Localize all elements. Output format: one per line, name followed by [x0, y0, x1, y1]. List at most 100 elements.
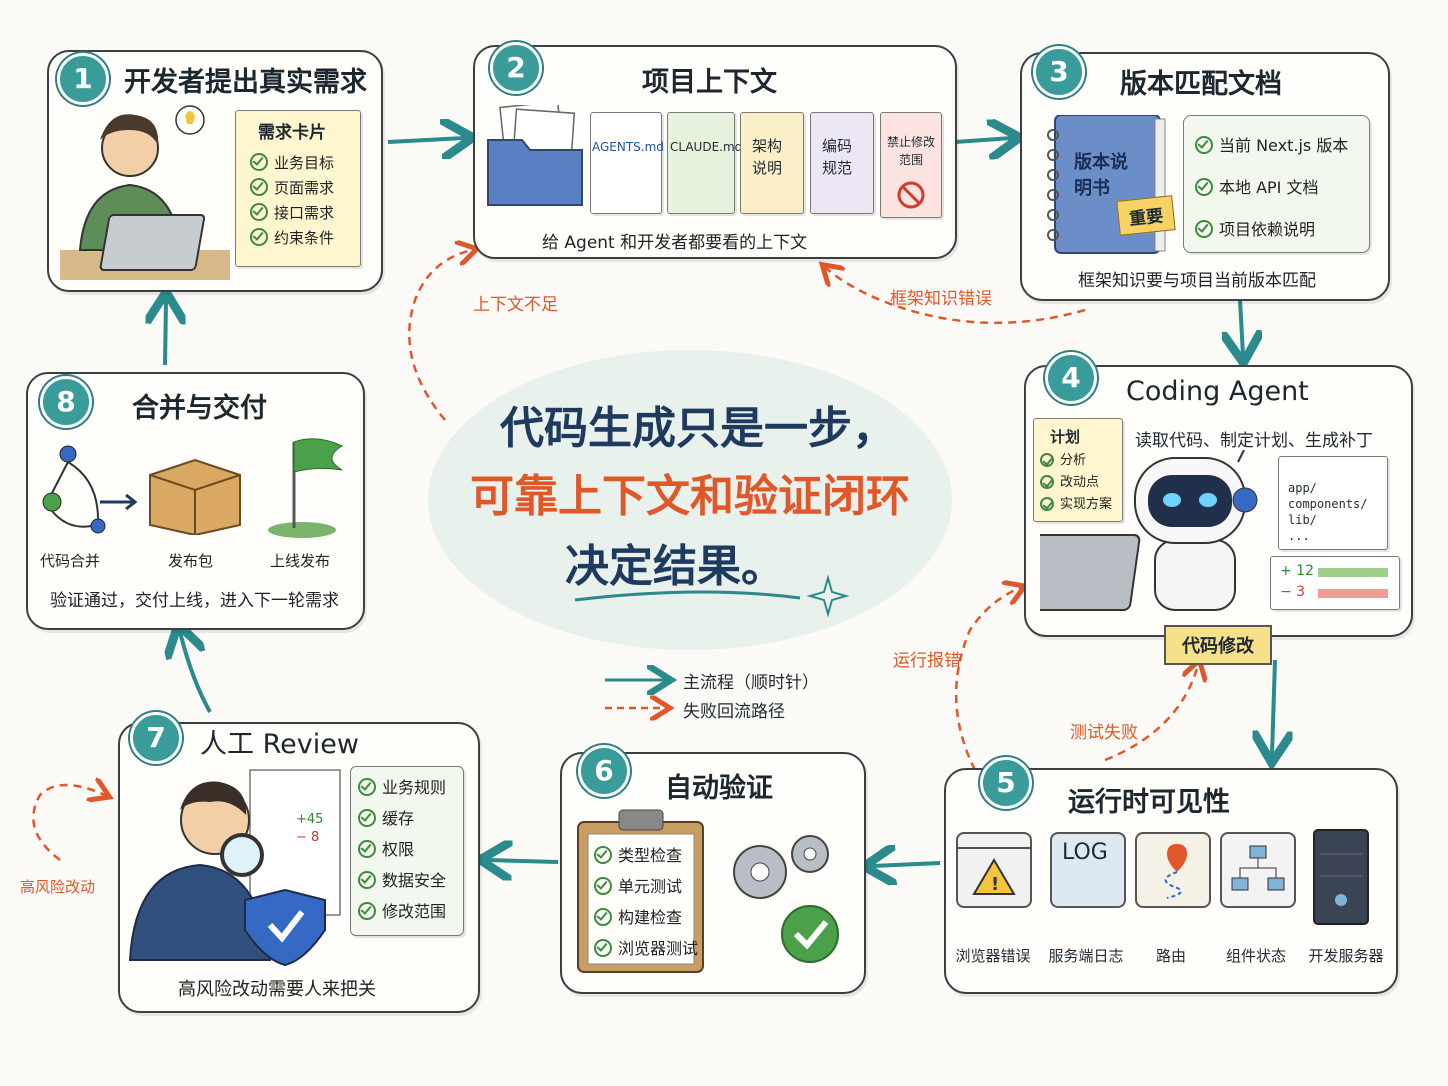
- step8-label: 发布包: [168, 552, 214, 570]
- center-blob: [428, 350, 952, 650]
- folder-components: components/: [1288, 497, 1368, 511]
- center-line3: 决定结果。: [565, 541, 785, 592]
- step5-label: 路由: [1155, 947, 1186, 965]
- step6-item: 浏览器测试: [594, 933, 698, 964]
- check-icon: [358, 809, 376, 827]
- fail-framework-arrow: [826, 268, 1086, 325]
- step4-subtitle: 读取代码、制定计划、生成补丁: [1135, 431, 1373, 451]
- step3-item: 本地 API 文档: [1195, 167, 1348, 209]
- step8-label: 上线发布: [270, 552, 331, 570]
- review-diff-del: − 8: [296, 830, 320, 845]
- fail-test-label: 测试失败: [1070, 723, 1138, 743]
- step1-number: 1: [57, 53, 109, 105]
- step2-number: 2: [490, 42, 542, 94]
- folder-lib: lib/: [1288, 513, 1317, 527]
- check-icon: [358, 778, 376, 796]
- dev-server-icon: [1312, 828, 1370, 930]
- file-tree: app/ components/ lib/ ...: [1288, 480, 1367, 544]
- check-icon: [1040, 453, 1054, 467]
- center-underline: [574, 590, 801, 602]
- file-tree-panel: [1278, 456, 1388, 550]
- doc-forbidden-scope-label: 禁止修改范围: [886, 135, 935, 167]
- step7-caption: 高风险改动需要人来把关: [178, 979, 376, 1000]
- manual-book-label: 版本说明书: [1074, 152, 1128, 199]
- fail-runtime-label: 运行报错: [893, 651, 961, 671]
- arrow-8-1: [165, 300, 166, 366]
- arrow-1-2: [387, 138, 465, 142]
- step7-item: 权限: [358, 834, 446, 865]
- step1-item: 页面需求: [250, 176, 334, 201]
- developer-illustration: [60, 100, 230, 280]
- review-diff-add: +45: [296, 812, 324, 827]
- diff-add-bar: [1318, 568, 1388, 577]
- arrow-6-7: [488, 860, 559, 862]
- arrow-3-4: [1240, 299, 1243, 355]
- fail-risk-label: 高风险改动: [20, 878, 96, 896]
- no-entry-icon: [896, 180, 926, 214]
- package-icon: [140, 445, 250, 539]
- sparkle-icon: [806, 574, 850, 618]
- check-icon: [1195, 136, 1213, 154]
- diff-del-bar: [1318, 589, 1388, 598]
- plan-item: 实现方案: [1040, 494, 1112, 516]
- step1-item: 业务目标: [250, 151, 334, 176]
- step1-item: 接口需求: [250, 201, 334, 226]
- step5-number: 5: [980, 757, 1032, 809]
- step1-items: 业务目标 页面需求 接口需求 约束条件: [250, 151, 334, 251]
- doc-agents-label: AGENTS.md: [592, 140, 664, 154]
- step8-caption: 验证通过，交付上线，进入下一轮需求: [50, 591, 339, 611]
- step6-number: 6: [578, 745, 630, 797]
- fail-context-arrow: [408, 250, 472, 421]
- check-icon: [1040, 475, 1054, 489]
- step3-items: 当前 Next.js 版本 本地 API 文档 项目依赖说明: [1195, 125, 1348, 251]
- check-icon: [250, 178, 268, 196]
- plan-title: 计划: [1050, 428, 1081, 446]
- fail-framework-label: 框架知识错误: [890, 289, 992, 309]
- step8-number: 8: [40, 376, 92, 428]
- check-icon: [358, 902, 376, 920]
- step8-label: 代码合并: [40, 552, 101, 570]
- doc-claude-label: CLAUDE.md: [670, 140, 743, 154]
- folder-icon: [486, 100, 586, 214]
- check-icon: [1195, 178, 1213, 196]
- step6-items: 类型检查 单元测试 构建检查 浏览器测试: [594, 840, 698, 964]
- important-tag: 重要: [1116, 195, 1176, 236]
- fail-risk-arrow: [32, 785, 105, 861]
- step5-label: 组件状态: [1225, 947, 1286, 965]
- step1-item: 约束条件: [250, 226, 334, 251]
- route-icon: [1135, 832, 1211, 908]
- flag-icon: [262, 430, 352, 544]
- step7-item: 修改范围: [358, 896, 446, 927]
- step6-title: 自动验证: [665, 773, 773, 804]
- legend-fail: 失败回流路径: [683, 702, 785, 722]
- diff-del: − 3: [1280, 584, 1306, 600]
- diff-panel: [1270, 556, 1400, 610]
- doc-agents: [590, 112, 662, 214]
- step4-number: 4: [1045, 352, 1097, 404]
- step3-checklist: [1183, 115, 1370, 253]
- arrow-4-5: [1272, 659, 1275, 755]
- step3-item: 当前 Next.js 版本: [1195, 125, 1348, 167]
- plan-items: 分析 改动点 实现方案: [1040, 450, 1112, 516]
- diff-add: + 12: [1280, 563, 1314, 579]
- step6-item: 构建检查: [594, 902, 698, 933]
- svg-text:!: !: [991, 874, 999, 895]
- check-icon: [594, 846, 612, 864]
- step1-title: 开发者提出真实需求: [124, 67, 367, 98]
- step1-card-title: 需求卡片: [258, 123, 326, 143]
- fail-test-arrow: [1104, 665, 1198, 762]
- plan-item: 改动点: [1040, 472, 1112, 494]
- component-state-icon: [1220, 832, 1296, 908]
- check-icon: [250, 153, 268, 171]
- doc-architecture: [740, 112, 804, 214]
- step5-title: 运行时可见性: [1068, 787, 1230, 818]
- arrow-7-8: [180, 632, 212, 713]
- center-line1: 代码生成只是一步，: [500, 403, 896, 454]
- step3-title: 版本匹配文档: [1120, 69, 1282, 100]
- step3-caption: 框架知识要与项目当前版本匹配: [1078, 271, 1316, 291]
- doc-claude: [667, 112, 735, 214]
- doc-architecture-label: 架构说明: [752, 137, 783, 177]
- plan-item: 分析: [1040, 450, 1112, 472]
- step7-item: 数据安全: [358, 865, 446, 896]
- step8-title: 合并与交付: [132, 393, 267, 424]
